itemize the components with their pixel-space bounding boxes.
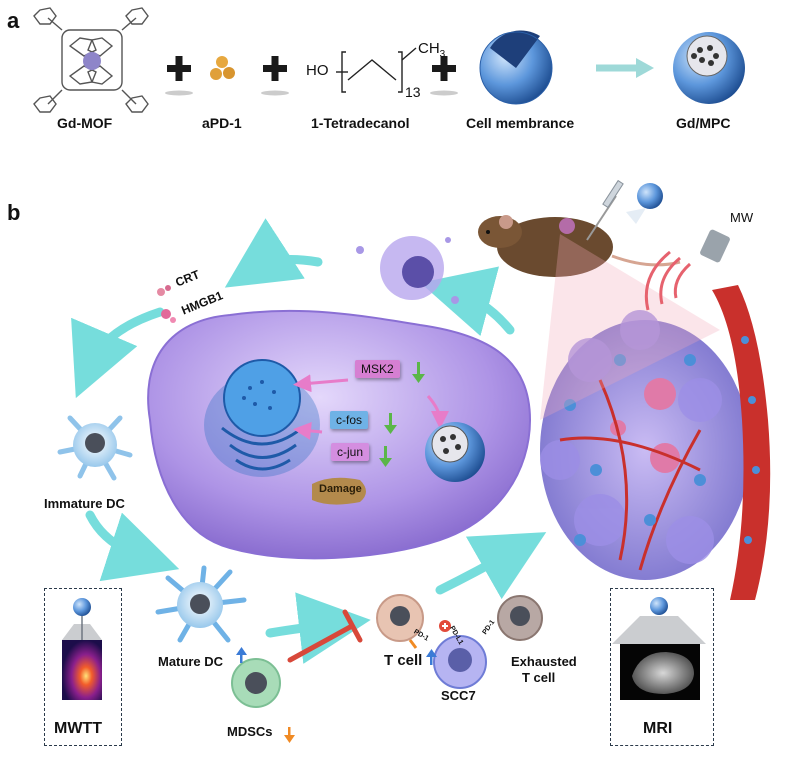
damage-blob <box>312 477 366 505</box>
nanoparticle-icon <box>637 183 663 209</box>
mri-scan-icon <box>612 597 706 700</box>
panel-b-letter: b <box>7 200 21 225</box>
label-mw: MW <box>730 210 754 225</box>
label-exhausted-line2: T cell <box>522 670 556 685</box>
damage-label: Damage <box>319 483 362 495</box>
apd1-particles <box>210 56 235 80</box>
pathway-arrows <box>293 374 449 440</box>
tumor-mass <box>540 310 750 580</box>
damp-molecules <box>157 285 176 323</box>
plus-icon <box>167 56 456 81</box>
mdsc-cell <box>231 658 281 708</box>
label-immature-dc: Immature DC <box>44 496 125 511</box>
cell-membrane-sphere <box>479 30 553 105</box>
thermal-image-icon <box>62 598 102 700</box>
syringe-icon <box>586 179 624 241</box>
mouse-icon <box>478 215 681 277</box>
gd-mpc-in-cell <box>425 422 485 482</box>
label-t-cell: T cell <box>384 652 423 669</box>
t-cell <box>376 594 424 649</box>
gd-mpc-sphere <box>673 32 745 104</box>
formula-repeat-count: 13 <box>405 84 421 100</box>
label-mature-dc: Mature DC <box>158 654 224 669</box>
orange-down-arrow-icon <box>284 727 295 743</box>
up-arrow-icon <box>236 647 437 665</box>
tetradecanol-structure <box>336 47 417 93</box>
label-gd-mpc: Gd/MPC <box>676 115 731 131</box>
formula-ch3: CH3 <box>418 40 446 60</box>
cell-debris <box>356 236 459 304</box>
label-scc7: SCC7 <box>441 688 476 703</box>
gd-mof-structure <box>33 7 149 113</box>
cycle-arrows <box>71 218 547 664</box>
cjun-tag: c-jun <box>331 443 370 461</box>
inhibition-icon <box>287 609 363 663</box>
label-exhausted-line1: Exhausted <box>511 654 577 669</box>
gd-atom <box>83 52 101 70</box>
down-arrow-icon <box>379 362 425 467</box>
label-mwtt: MWTT <box>54 720 102 737</box>
panel-a-letter: a <box>7 8 20 33</box>
scc7-cell <box>433 635 487 689</box>
label-mdscs: MDSCs <box>227 724 273 739</box>
label-apd1: aPD-1 <box>202 115 242 131</box>
mri-box <box>610 588 714 746</box>
label-gd-mof: Gd-MOF <box>57 115 113 131</box>
label-tetradecanol: 1-Tetradecanol <box>311 115 410 131</box>
microwave-antenna-icon <box>644 229 730 311</box>
mwtt-box <box>44 588 122 746</box>
blood-vessel <box>712 285 771 600</box>
formula-ho: HO <box>306 62 329 79</box>
immature-dc-cell <box>57 415 133 481</box>
msk2-tag: MSK2 <box>355 360 400 378</box>
label-mri: MRI <box>643 720 673 737</box>
mature-dc-cell <box>155 565 247 643</box>
label-cell-membrane: Cell membrance <box>466 115 575 131</box>
cfos-tag: c-fos <box>330 411 369 429</box>
exhausted-t-cell <box>497 595 543 641</box>
